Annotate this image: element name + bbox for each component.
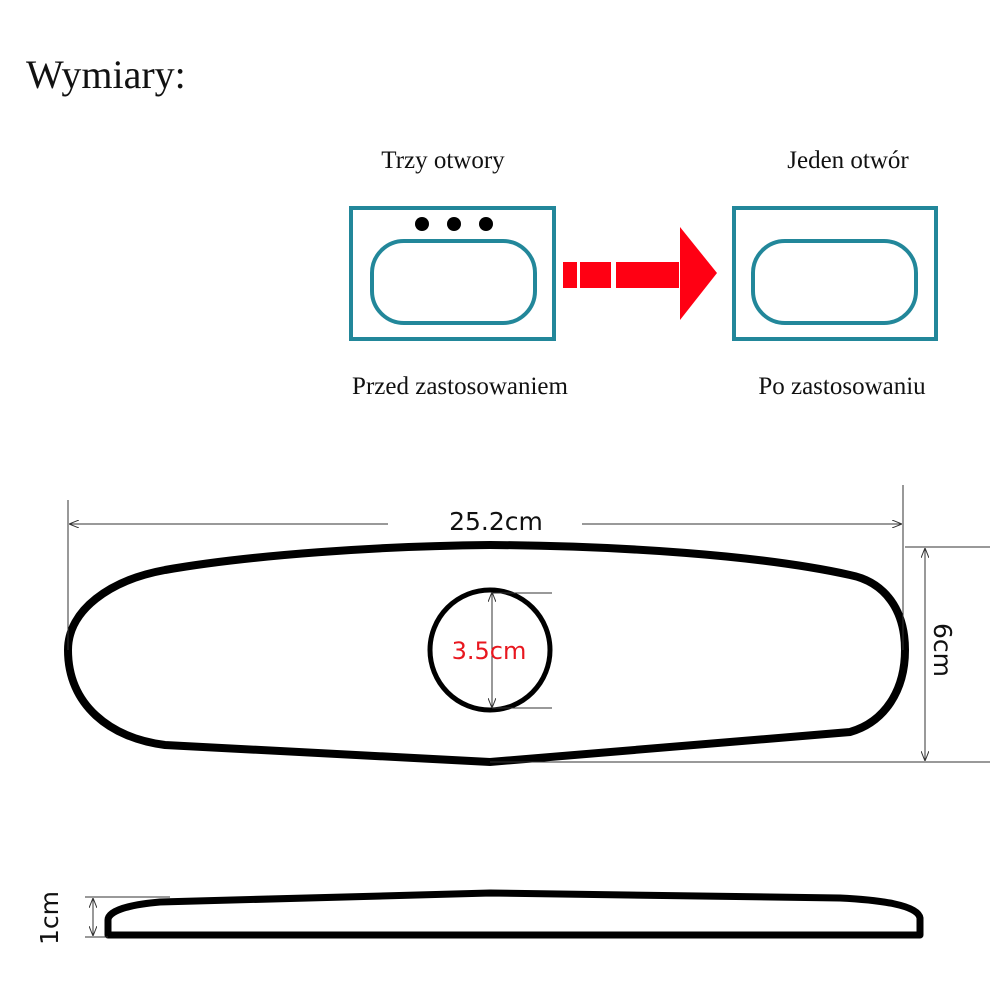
sink-frame: [349, 206, 556, 341]
hole-icon: [479, 217, 493, 231]
sink-one-hole: Jeden otwór Po zastosowaniu: [732, 147, 938, 400]
basin: [751, 239, 918, 325]
sink-frame: [732, 206, 938, 341]
width-label: 6cm: [928, 623, 957, 677]
plate-top-view: 3.5cm 25.2cm 6cm: [63, 485, 990, 767]
arrow-right-icon: [563, 227, 717, 320]
hole-diameter-label: 3.5cm: [452, 637, 527, 665]
before-caption-top: Trzy otwory: [381, 147, 505, 174]
before-caption-bottom: Przed zastosowaniem: [352, 373, 568, 400]
thickness-label: 1cm: [35, 891, 64, 945]
plate-side-view: 1cm: [35, 889, 924, 945]
sink-three-holes: Trzy otwory Przed zastosowaniem: [349, 147, 569, 400]
hole-icon: [447, 217, 461, 231]
hole-icon: [415, 217, 429, 231]
after-caption-top: Jeden otwór: [787, 147, 909, 174]
basin: [370, 239, 537, 325]
page-title: Wymiary:: [26, 52, 186, 97]
after-caption-bottom: Po zastosowaniu: [758, 373, 926, 400]
length-label: 25.2cm: [449, 507, 543, 536]
